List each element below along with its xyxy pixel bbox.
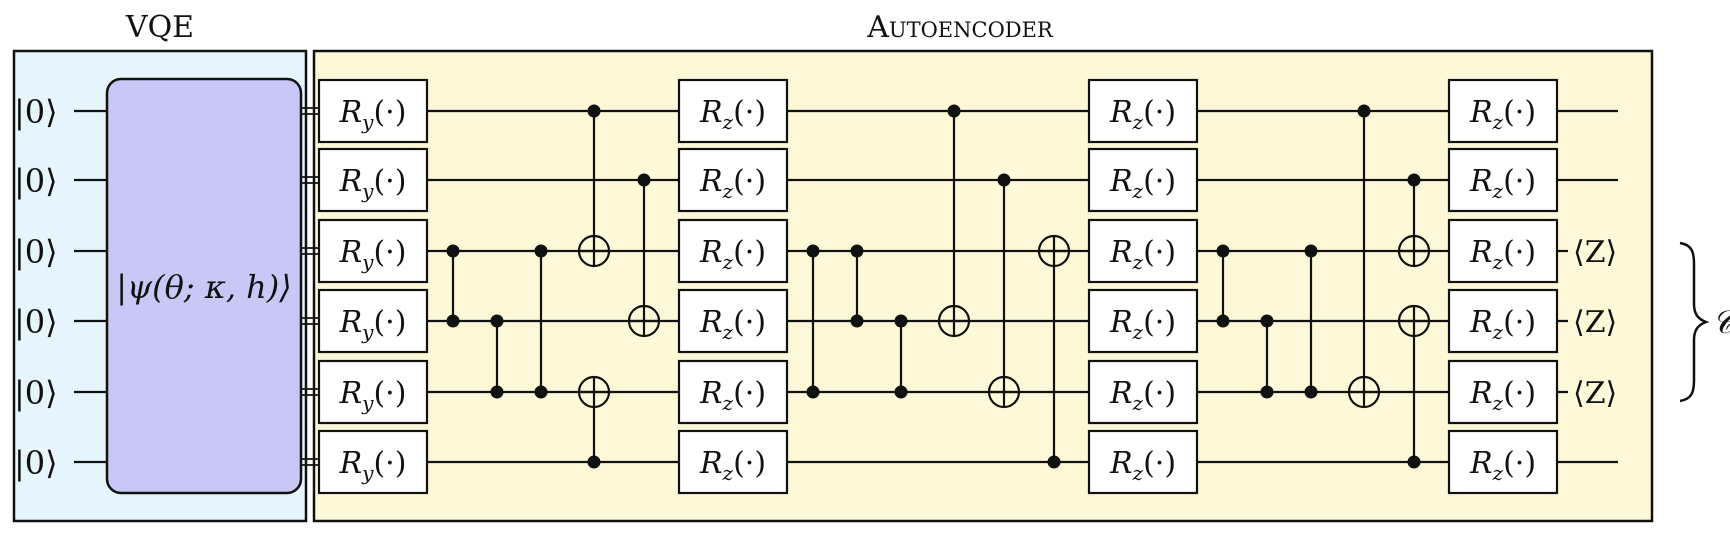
control-dot — [1304, 385, 1318, 399]
control-dot — [1216, 314, 1230, 328]
control-dot — [806, 385, 820, 399]
rotation-gate-rz — [1087, 78, 1199, 144]
entangling-layers — [446, 104, 1431, 469]
initial-state-label: |0⟩ — [14, 303, 58, 341]
rotation-gate-label: Ry(·) — [339, 446, 407, 485]
control-dot — [1260, 314, 1274, 328]
control-dot — [587, 455, 601, 469]
state-preparation-block — [105, 77, 303, 495]
rotation-gate-rz — [1447, 429, 1559, 495]
control-dot — [1260, 385, 1274, 399]
measurement-label: ⟨Z⟩ — [1573, 235, 1617, 270]
initial-state-label: |0⟩ — [14, 444, 58, 482]
rotation-gate-rz — [677, 218, 789, 284]
rotation-gate-label: Rz(·) — [1109, 305, 1176, 344]
measurement-labels: ⟨Z⟩ ⟨Z⟩ ⟨Z⟩ — [1573, 235, 1617, 411]
control-dot — [1357, 104, 1371, 118]
rotation-gate-label: Ry(·) — [339, 235, 407, 274]
measurement-label: ⟨Z⟩ — [1573, 305, 1617, 340]
rotation-gate-label: Rz(·) — [699, 305, 766, 344]
initial-state-label: |0⟩ — [14, 93, 58, 131]
control-dot — [997, 173, 1011, 187]
rotation-gate-label: Rz(·) — [699, 376, 766, 415]
rotation-gate-rz — [677, 429, 789, 495]
control-dot — [894, 385, 908, 399]
rotation-gate-ry — [317, 288, 429, 354]
control-dot — [894, 314, 908, 328]
initial-state-labels: |0⟩ |0⟩ |0⟩ |0⟩ |0⟩ |0⟩ — [14, 93, 58, 482]
rotation-gate-label: Rz(·) — [1109, 446, 1176, 485]
rotation-gate-rz — [677, 78, 789, 144]
rotation-gate-rz — [1447, 218, 1559, 284]
rotation-gate-label: Rz(·) — [1109, 376, 1176, 415]
rotation-gate-label: Rz(·) — [1109, 95, 1176, 134]
rotation-gate-ry — [317, 78, 429, 144]
autoencoder-section — [312, 49, 1654, 523]
rotation-gate-label: Rz(·) — [699, 235, 766, 274]
rotation-gate-rz — [1447, 288, 1559, 354]
control-dot — [850, 244, 864, 258]
rotation-gate-label: Rz(·) — [699, 446, 766, 485]
autoencoder-title: Autoencoder — [866, 10, 1054, 45]
rotation-gate-label: Ry(·) — [339, 95, 407, 134]
control-dot — [490, 314, 504, 328]
control-dot — [534, 385, 548, 399]
control-dot — [947, 104, 961, 118]
rotation-gate-label: Ry(·) — [339, 305, 407, 344]
cost-brace — [1679, 241, 1710, 403]
control-dot — [587, 104, 601, 118]
rotation-gate-rz — [1447, 147, 1559, 213]
rotation-gate-layers: Ry(·) Ry(·) Ry(·) Ry(·) Ry(·) Ry(·) Rz(·) Rz(·)… — [317, 78, 1559, 495]
control-dot — [446, 244, 460, 258]
cost-label: 𝒞 — [1712, 303, 1730, 341]
rotation-gate-ry — [317, 359, 429, 425]
control-dot — [490, 385, 504, 399]
rotation-gate-label: Ry(·) — [339, 376, 407, 415]
rotation-gate-label: Rz(·) — [1469, 235, 1536, 274]
rotation-gate-ry — [317, 429, 429, 495]
control-dot — [446, 314, 460, 328]
measurement-label: ⟨Z⟩ — [1573, 376, 1617, 411]
rotation-gate-label: Rz(·) — [1109, 164, 1176, 203]
rotation-gate-rz — [1447, 78, 1559, 144]
rotation-gate-label: Rz(·) — [1109, 235, 1176, 274]
rotation-gate-rz — [1087, 288, 1199, 354]
control-dot — [1047, 455, 1061, 469]
rotation-gate-rz — [677, 147, 789, 213]
control-dot — [850, 314, 864, 328]
vqe-title: VQE — [125, 10, 194, 45]
control-dot — [806, 244, 820, 258]
rotation-gate-label: Ry(·) — [339, 164, 407, 203]
rotation-gate-rz — [1087, 147, 1199, 213]
rotation-gate-rz — [1087, 429, 1199, 495]
control-dot — [1407, 173, 1421, 187]
rotation-gate-ry — [317, 147, 429, 213]
rotation-gate-rz — [1087, 359, 1199, 425]
rotation-gate-rz — [1087, 218, 1199, 284]
initial-state-label: |0⟩ — [14, 162, 58, 200]
rotation-gate-label: Rz(·) — [1469, 376, 1536, 415]
control-dot — [534, 244, 548, 258]
rotation-gate-rz — [677, 359, 789, 425]
rotation-gate-label: Rz(·) — [1469, 95, 1536, 134]
control-dot — [1407, 455, 1421, 469]
rotation-gate-ry — [317, 218, 429, 284]
rotation-gate-label: Rz(·) — [1469, 446, 1536, 485]
control-dot — [637, 173, 651, 187]
rotation-gate-label: Rz(·) — [699, 95, 766, 134]
rotation-gate-label: Rz(·) — [699, 164, 766, 203]
rotation-gate-label: Rz(·) — [1469, 164, 1536, 203]
control-dot — [1216, 244, 1230, 258]
rotation-gate-label: Rz(·) — [1469, 305, 1536, 344]
rotation-gate-rz — [677, 288, 789, 354]
state-preparation-label: |ψ(θ; κ, h)⟩ — [116, 268, 291, 306]
initial-state-label: |0⟩ — [14, 374, 58, 412]
control-dot — [1304, 244, 1318, 258]
initial-state-label: |0⟩ — [14, 233, 58, 271]
rotation-gate-rz — [1447, 359, 1559, 425]
